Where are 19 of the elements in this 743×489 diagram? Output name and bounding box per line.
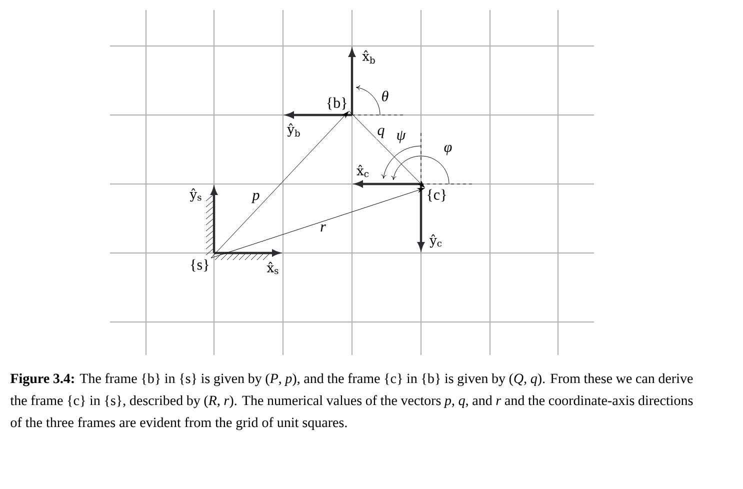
vector-label: p [251, 192, 261, 204]
frame-label: {c} [428, 189, 446, 202]
vector-arrow [348, 110, 425, 188]
caption: Figure 3.4: The frame {b} in {s} is given by (P, p), and the frame {c} in {b} is given by (Q, q). From these we can derive the frame {c} in {s}, described by (R, r). The numerical values of the vectors p, q, and r and the coordinate-axis directions of the three frames are evident from the grid of unit squares. [10, 373, 693, 430]
angle-label: θ [382, 90, 388, 102]
angle-label: ψ [397, 130, 406, 144]
vector-arrow [210, 188, 424, 258]
axis-label: x̂$_{c}$ [356, 164, 369, 178]
vector-label: q [376, 126, 386, 140]
axis-label: ŷ$_{c}$ [430, 234, 442, 248]
angle-label: φ [444, 144, 452, 156]
axis-label: x̂$_{b}$ [362, 50, 375, 64]
frame-label: {s} [190, 259, 208, 272]
axis-label: ŷ$_{s}$ [190, 188, 202, 202]
axis-label: ŷ$_{b}$ [287, 123, 300, 137]
vector-arrow [210, 111, 349, 258]
axis-label: x̂$_{s}$ [266, 262, 278, 274]
vector-label: r [319, 223, 327, 233]
frame-label: {b} [327, 97, 346, 110]
